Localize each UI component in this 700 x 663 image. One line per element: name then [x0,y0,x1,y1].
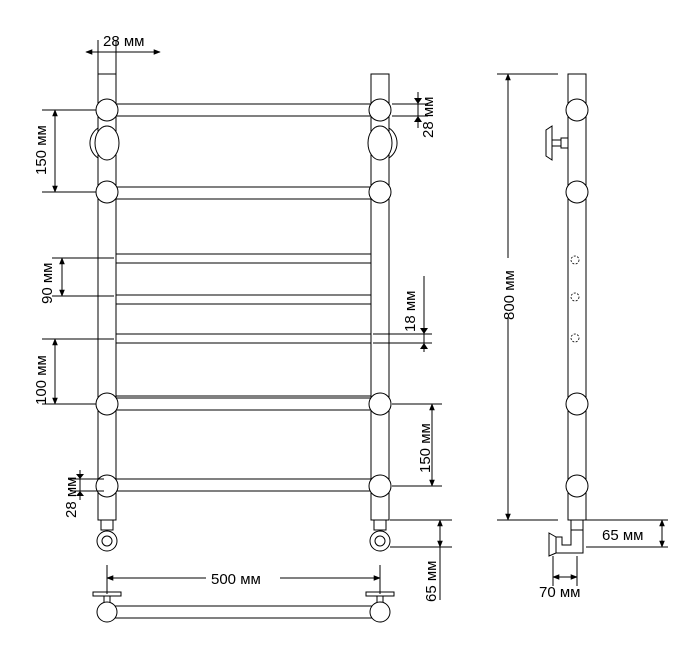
left-connector [96,530,118,552]
side-hole [570,333,580,343]
dim-spacing-top: 150 мм [33,109,96,193]
dim-label: 28 мм [63,477,80,518]
joint-ball [368,392,392,416]
side-hole [570,292,580,302]
dim-pipe-top-width: 28 мм [85,33,161,74]
dim-label: 100 мм [33,355,50,405]
side-wall-bracket [545,125,553,161]
panel-4 [115,342,372,397]
dim-label: 500 мм [211,571,261,588]
dim-gap-height: 18 мм [373,276,432,352]
dim-side-depth: 70 мм [539,556,580,601]
dim-label: 18 мм [402,291,419,332]
dim-total-height: 800 мм [497,73,558,521]
dim-label: 28 мм [420,97,437,138]
joint-ball [95,98,119,122]
rail-bottom [106,478,380,492]
dim-label: 28 мм [103,33,144,50]
dim-side-connection-height: 65 мм [586,519,668,548]
joint-ball [95,180,119,204]
dim-label: 70 мм [539,584,580,601]
dim-label: 150 мм [33,125,50,175]
dim-rail-thickness-bottom: 28 мм [63,470,104,518]
top-view [92,591,395,623]
panel-3 [115,303,372,335]
top-view-bracket-right [365,591,395,602]
front-view [89,73,398,552]
dim-label: 800 мм [501,270,518,320]
right-connector-nut [373,519,387,531]
dim-spacing-middle: 100 мм [33,338,114,405]
rail-2 [106,186,380,200]
dim-rail-thickness-top: 28 мм [392,92,437,138]
dim-spacing-bottom: 150 мм [392,403,442,487]
panel-1 [115,198,372,255]
dim-width: 500 мм [106,565,381,594]
side-hole [570,255,580,265]
left-wall-bracket [89,127,99,159]
panel-2 [115,262,372,296]
rail-top [106,103,380,117]
dim-label: 65 мм [602,527,643,544]
side-view [545,73,589,557]
top-view-bracket-left [92,591,122,602]
dim-label: 65 мм [423,561,440,602]
dim-connection-height: 65 мм [390,519,452,602]
joint-ball [368,98,392,122]
dim-label: 150 мм [417,423,434,473]
joint-ball [368,180,392,204]
top-view-rail [106,605,380,619]
side-connector [555,530,584,554]
joint-ball [95,392,119,416]
joint-ball [368,474,392,498]
joint-ball [95,474,119,498]
right-wall-bracket [388,127,398,159]
right-bracket-disc [367,125,393,161]
left-bracket-disc [94,125,120,161]
dim-label: 90 мм [39,263,56,304]
dim-panel-height: 90 мм [39,257,114,304]
rail-3 [106,397,380,411]
left-connector-nut [100,519,114,531]
right-connector [369,530,391,552]
